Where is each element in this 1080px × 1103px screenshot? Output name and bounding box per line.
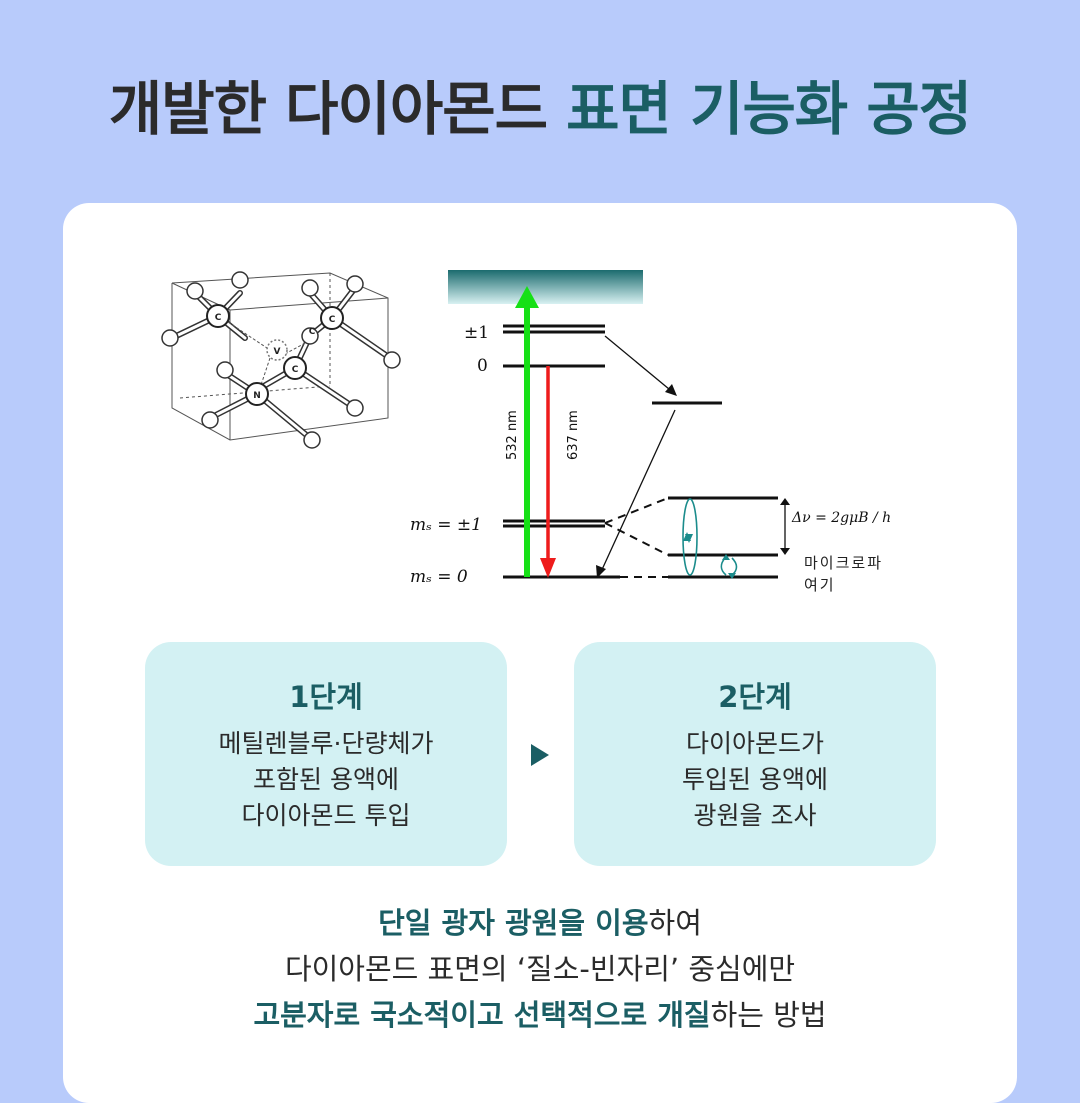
summary-line-3: 고분자로 국소적이고 선택적으로 개질하는 방법 [63,992,1017,1038]
next-step-arrow-icon [531,744,549,766]
title-part-1: 개발한 다이아몬드 [108,75,567,143]
summary-highlight: 고분자로 국소적이고 선택적으로 개질 [253,998,711,1032]
nv-center-diagram: C C C C V N [161,270,891,594]
summary-text: 단일 광자 광원을 이용하여 다이아몬드 표면의 ‘질소-빈자리’ 중심에만 고… [63,900,1017,1038]
summary-line-1: 단일 광자 광원을 이용하여 [63,900,1017,946]
summary-line-2: 다이아몬드 표면의 ‘질소-빈자리’ 중심에만 [284,952,796,986]
step-2-line: 광원을 조사 [693,801,817,830]
step-2-title: 2단계 [718,680,792,714]
carbon-label: C [329,315,336,325]
ground-0-label: mₛ = 0 [410,567,468,587]
microwave-label-line1: 마이크로파 [804,554,883,572]
nitrogen-label: N [253,391,261,401]
summary-text-span: 하여 [648,906,702,940]
ground-pm1-label: mₛ = ±1 [410,515,482,535]
step-2-card: 2단계 다이아몬드가 투입된 용액에 광원을 조사 [574,642,936,866]
microwave-label-line2: 여기 [804,576,836,594]
carbon-label: C [309,327,316,337]
excited-pm1-label: ±1 [464,323,489,343]
vacancy-label: V [274,347,281,357]
diamond-lattice-illustration: C C C C V N [161,271,401,449]
microwave-cycle-icon [682,498,698,576]
page-title: 개발한 다이아몬드 표면 기능화 공정 [0,62,1080,146]
step-1-line: 다이아몬드 투입 [241,801,411,830]
excited-0-label: 0 [477,356,488,376]
step-1-card: 1단계 메틸렌블루·단량체가 포함된 용액에 다이아몬드 투입 [145,642,507,866]
carbon-label: C [292,365,299,375]
title-part-2: 표면 기능화 공정 [566,75,972,143]
microwave-swap-icon [720,557,738,576]
conduction-band [448,270,643,304]
step-1-line: 메틸렌블루·단량체가 [218,729,434,758]
step-2-line: 투입된 용액에 [682,765,828,794]
energy-level-diagram: ±1 0 mₛ = ±1 mₛ = 0 532 nm 637 nm [410,270,891,594]
carbon-label: C [215,313,222,323]
wavelength-532-label: 532 nm [505,410,520,460]
zeeman-splitting-label: Δν = 2gμB / h [791,510,891,526]
step-1-title: 1단계 [289,680,363,714]
step-1-line: 포함된 용액에 [253,765,399,794]
summary-text-span: 하는 방법 [710,998,827,1032]
summary-highlight: 단일 광자 광원을 이용 [378,906,649,940]
step-2-line: 다이아몬드가 [685,729,824,758]
wavelength-637-label: 637 nm [566,410,581,460]
